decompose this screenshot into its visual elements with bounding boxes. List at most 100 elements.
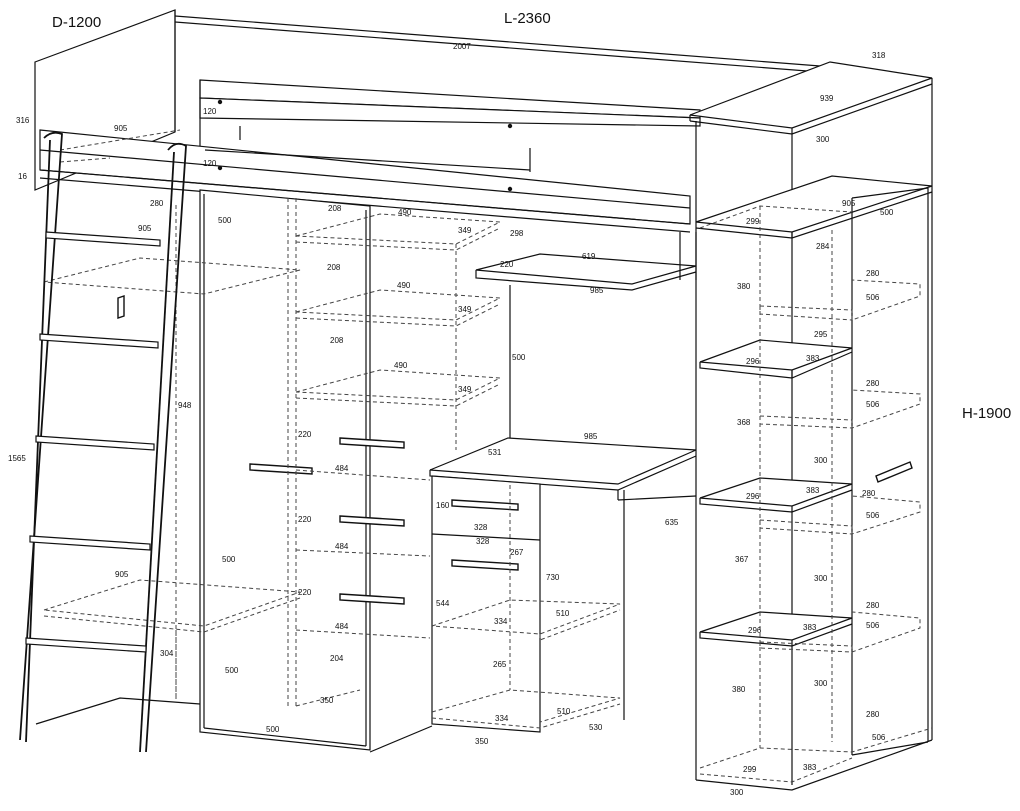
dim-label: 506 [872, 733, 886, 742]
dim-label: 298 [510, 229, 524, 238]
dim-label: 506 [866, 621, 880, 630]
dim-label: 160 [436, 501, 450, 510]
dim-label: 300 [730, 788, 744, 797]
right-shelf-tower [689, 61, 933, 791]
dim-label: 544 [436, 599, 450, 608]
dim-label: 296 [746, 492, 760, 501]
overall-depth-label: D-1200 [52, 14, 101, 31]
overall-length-label: L-2360 [504, 10, 551, 27]
dim-label: 619 [582, 252, 596, 261]
tower-top [689, 61, 933, 129]
dim-label: 120 [203, 159, 217, 168]
dim-label: 220 [500, 260, 514, 269]
dim-label: 506 [866, 511, 880, 520]
dim-label: 220 [298, 588, 312, 597]
dim-label: 367 [735, 555, 749, 564]
dim-label: 300 [814, 574, 828, 583]
dim-label: 484 [335, 542, 349, 551]
dim-label: 300 [816, 135, 830, 144]
wall-shelf [475, 232, 697, 440]
dim-label: 510 [556, 609, 570, 618]
dim-label: 905 [842, 199, 856, 208]
dim-label: 500 [225, 666, 239, 675]
dim-label: 368 [737, 418, 751, 427]
dim-label: 500 [880, 208, 894, 217]
dim-label: 500 [218, 216, 232, 225]
dim-label: 265 [493, 660, 507, 669]
dim-label: 267 [510, 548, 524, 557]
dim-label: 530 [589, 723, 603, 732]
dim-label: 2007 [453, 42, 471, 51]
dim-label: 316 [16, 116, 30, 125]
dim-label: 220 [298, 430, 312, 439]
dim-label: 905 [115, 570, 129, 579]
tower-door-handle [875, 461, 913, 483]
dim-label: 300 [814, 456, 828, 465]
bed-frame [34, 9, 821, 233]
dim-label: 204 [330, 654, 344, 663]
dim-label: 905 [114, 124, 128, 133]
dim-label: 484 [335, 464, 349, 473]
dim-label: 295 [814, 330, 828, 339]
dim-label: 280 [150, 199, 164, 208]
dim-label: 380 [737, 282, 751, 291]
dim-label: 280 [866, 379, 880, 388]
ladder [19, 131, 187, 753]
dim-label: 490 [394, 361, 408, 370]
dim-label: 383 [803, 763, 817, 772]
dim-label: 284 [816, 242, 830, 251]
dim-label: 506 [866, 400, 880, 409]
dim-label: 350 [475, 737, 489, 746]
desk-drawer-handle [451, 499, 519, 511]
dim-label: 985 [584, 432, 598, 441]
dim-label: 490 [398, 208, 412, 217]
dim-label: 383 [803, 623, 817, 632]
dim-label: 300 [814, 679, 828, 688]
dim-label: 334 [494, 617, 508, 626]
dim-label: 506 [866, 293, 880, 302]
dim-label: 490 [397, 281, 411, 290]
dim-label: 349 [458, 226, 472, 235]
bed-underside [35, 205, 433, 753]
dim-label: 280 [866, 269, 880, 278]
dim-label: 500 [222, 555, 236, 564]
dim-label: 939 [820, 94, 834, 103]
desk-drawer-unit [431, 475, 541, 733]
desk-top [429, 437, 697, 485]
dim-label: 304 [160, 649, 174, 658]
dim-label: 510 [557, 707, 571, 716]
desk-door-handle [451, 559, 519, 571]
dim-label: 500 [266, 725, 280, 734]
dim-label: 296 [746, 357, 760, 366]
dim-label: 328 [476, 537, 490, 546]
dim-label: 905 [138, 224, 152, 233]
dim-label: 383 [806, 354, 820, 363]
dim-label: 208 [328, 204, 342, 213]
desk [429, 437, 697, 733]
dim-label: 299 [746, 217, 760, 226]
dim-label: 120 [203, 107, 217, 116]
dim-label: 350 [320, 696, 334, 705]
dim-label: 484 [335, 622, 349, 631]
dim-label: 500 [512, 353, 526, 362]
dim-label: 349 [458, 305, 472, 314]
dim-label: 296 [748, 626, 762, 635]
dim-label: 985 [590, 286, 604, 295]
dim-label: 280 [862, 489, 876, 498]
dim-label: 328 [474, 523, 488, 532]
dim-label: 334 [495, 714, 509, 723]
dim-label: 208 [330, 336, 344, 345]
dim-label: 220 [298, 515, 312, 524]
dim-label: 208 [327, 263, 341, 272]
wardrobe [199, 189, 502, 751]
dimension-labels: 2007 318 939 316 16 905 120 120 300 905 … [8, 42, 894, 797]
dim-label: 280 [866, 601, 880, 610]
dim-label: 1565 [8, 454, 26, 463]
dim-label: 948 [178, 401, 192, 410]
dim-label: 16 [18, 172, 27, 181]
dim-label: 349 [458, 385, 472, 394]
dim-label: 318 [872, 51, 886, 60]
back-top-rail [174, 15, 821, 67]
dim-label: 280 [866, 710, 880, 719]
